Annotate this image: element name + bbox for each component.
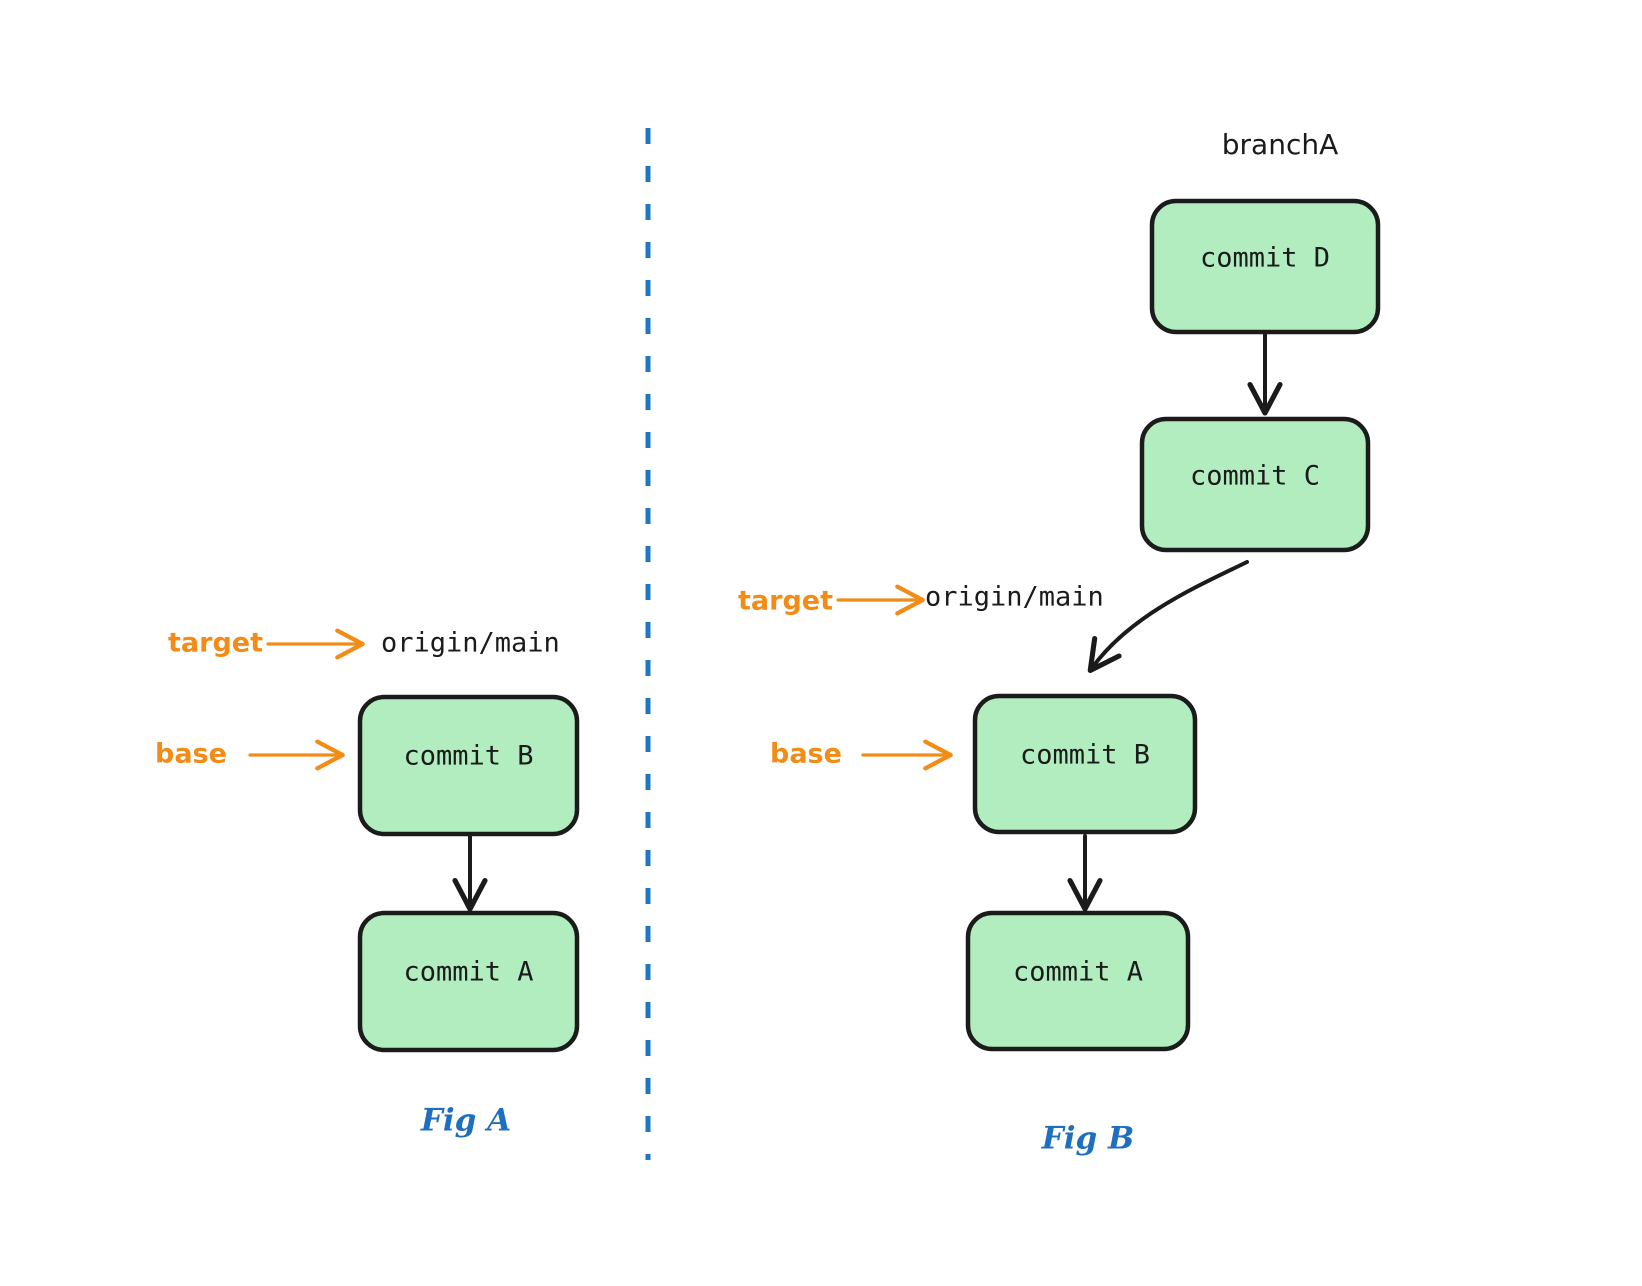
commit-label: commit B — [403, 741, 533, 772]
commit-box — [1139, 416, 1371, 553]
commit-label: commit B — [1020, 740, 1150, 771]
annotation-target-a: target — [168, 628, 365, 660]
commit-node-fig-b-commit-d[interactable]: commit D — [1149, 198, 1381, 335]
commit-node-fig-a-commit-a[interactable]: commit A — [357, 910, 580, 1053]
commit-node-fig-b-commit-b[interactable]: commit B — [972, 693, 1198, 835]
commit-box — [972, 693, 1198, 835]
annotation-target-b: target — [738, 584, 925, 617]
branch-label-branch-a: branchA — [1222, 128, 1338, 161]
annotation-base-a: base — [155, 739, 345, 771]
commit-box — [357, 694, 580, 837]
commit-label: commit A — [403, 957, 533, 988]
base-label-a: base — [155, 739, 227, 770]
commit-node-fig-b-commit-a[interactable]: commit A — [965, 910, 1191, 1052]
figure-caption-a: Fig A — [420, 1103, 511, 1139]
edge-fig-b-commit-c-to-commit-b — [1087, 560, 1249, 673]
ref-origin-main-b: origin/main — [925, 582, 1104, 613]
commit-label: commit C — [1190, 461, 1320, 492]
commit-node-fig-b-commit-c[interactable]: commit C — [1139, 416, 1371, 553]
target-label-a: target — [168, 628, 263, 659]
commit-box — [965, 910, 1191, 1052]
commit-node-fig-a-commit-b[interactable]: commit B — [357, 694, 580, 837]
figure-a: target origin/main base commit B commit … — [155, 628, 580, 1139]
ref-origin-main-a: origin/main — [381, 628, 560, 659]
annotation-base-b: base — [770, 739, 953, 771]
target-label-b: target — [738, 586, 833, 617]
figure-caption-b: Fig B — [1041, 1121, 1134, 1157]
commit-label: commit A — [1013, 957, 1143, 988]
commit-box — [357, 910, 580, 1053]
commit-label: commit D — [1200, 243, 1330, 274]
figure-b: branchA commit D commit C target origin — [738, 128, 1381, 1157]
base-label-b: base — [770, 739, 842, 770]
